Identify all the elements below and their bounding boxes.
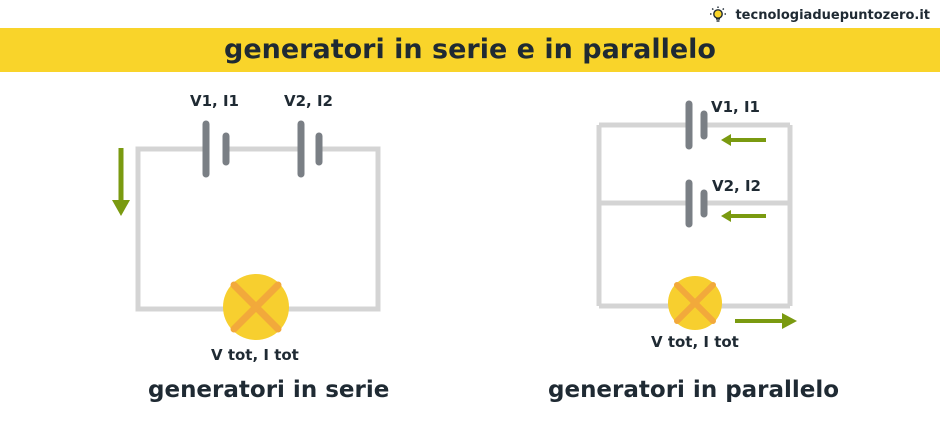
series-load-label: V tot, I tot <box>211 346 299 364</box>
brand: tecnologiaduepuntozero.it <box>707 6 930 24</box>
page-title: generatori in serie e in parallelo <box>224 34 716 65</box>
current-arrow-2-parallelo <box>721 210 766 222</box>
battery-1-parallelo <box>685 100 708 150</box>
series-circuit <box>112 120 381 340</box>
current-arrow-1-parallelo <box>721 134 766 146</box>
battery-1-serie <box>202 120 230 178</box>
parallel-gen2-label: V2, I2 <box>712 177 761 195</box>
lightbulb-icon <box>710 6 727 22</box>
title-banner <box>0 28 940 72</box>
battery-2-serie <box>297 120 323 178</box>
current-arrow-tot-parallelo <box>735 313 797 329</box>
battery-2-parallelo <box>685 179 708 228</box>
lamp-parallelo <box>668 276 722 330</box>
parallel-load-label: V tot, I tot <box>651 333 739 351</box>
series-gen2-label: V2, I2 <box>284 92 333 110</box>
series-gen1-label: V1, I1 <box>190 92 239 110</box>
brand-name: tecnologiaduepuntozero.it <box>735 7 930 23</box>
lamp-serie <box>223 274 289 340</box>
series-caption: generatori in serie <box>148 377 390 403</box>
current-arrow-serie <box>112 148 130 216</box>
parallel-caption: generatori in parallelo <box>548 377 840 403</box>
parallel-gen1-label: V1, I1 <box>711 98 760 116</box>
parallel-circuit <box>596 100 797 330</box>
